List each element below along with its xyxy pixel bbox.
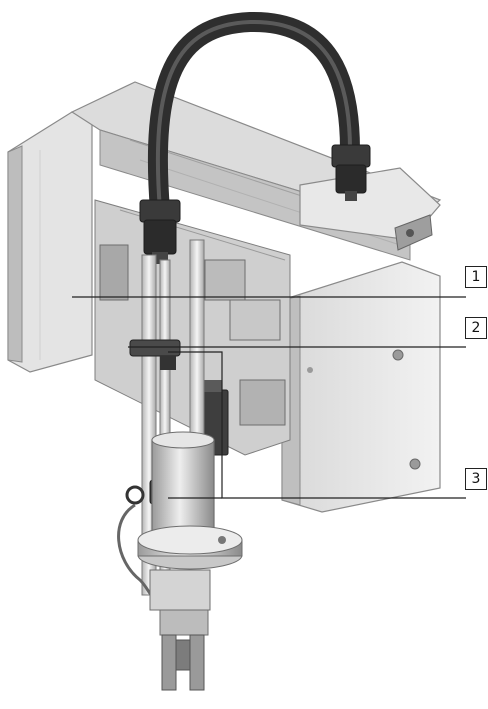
leader-line-3 (168, 351, 466, 499)
gripper (149, 569, 211, 691)
hose-fitting-left (139, 199, 181, 264)
right-vertical-plate (281, 261, 441, 513)
pneumatic-hose (147, 11, 360, 220)
cylinder-flange (137, 525, 243, 570)
leader-lines (72, 296, 466, 499)
callout-2: 2 (465, 317, 487, 339)
right-bracket (299, 167, 441, 251)
sensor-upper (129, 339, 181, 370)
left-mounting-plate (7, 111, 93, 373)
callout-1: 1 (465, 266, 487, 288)
callout-3: 3 (465, 468, 487, 490)
hose-fitting-right (331, 144, 371, 201)
